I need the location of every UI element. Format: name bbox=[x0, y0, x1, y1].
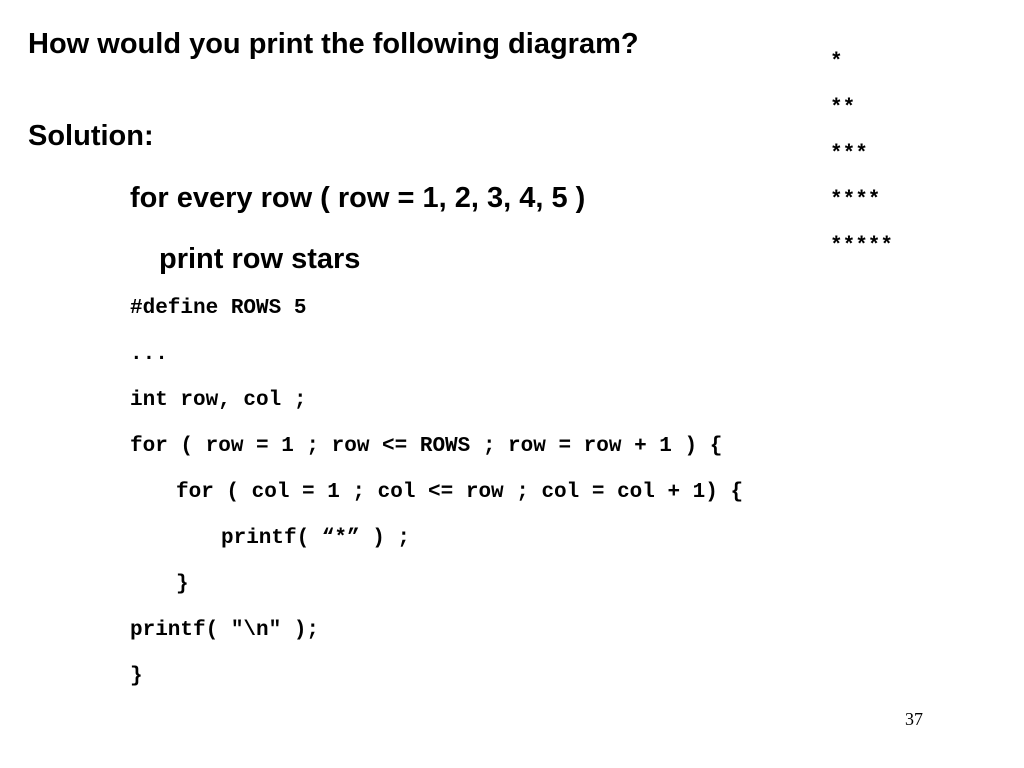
code-line-2: ... bbox=[130, 343, 168, 366]
code-line-6: printf( “*” ) ; bbox=[221, 527, 411, 550]
star-row-5: ***** bbox=[830, 235, 894, 258]
page-number: 37 bbox=[905, 709, 923, 729]
code-line-4: for ( row = 1 ; row <= ROWS ; row = row … bbox=[130, 435, 723, 458]
code-line-5: for ( col = 1 ; col <= row ; col = col +… bbox=[176, 481, 744, 504]
star-row-1: * bbox=[830, 51, 843, 74]
code-line-9: } bbox=[130, 665, 143, 688]
star-row-4: **** bbox=[830, 189, 881, 212]
star-row-3: *** bbox=[830, 143, 868, 166]
star-diagram: * ** *** **** ***** bbox=[830, 48, 950, 278]
question-heading: How would you print the following diagra… bbox=[28, 28, 639, 60]
pseudocode-line-1: for every row ( row = 1, 2, 3, 4, 5 ) bbox=[130, 182, 586, 214]
code-block: #define ROWS 5 ... int row, col ; for ( … bbox=[130, 294, 910, 708]
star-row-2: ** bbox=[830, 97, 856, 120]
code-line-3: int row, col ; bbox=[130, 389, 307, 412]
code-line-8: printf( "\n" ); bbox=[130, 619, 320, 642]
solution-heading: Solution: bbox=[28, 120, 154, 152]
pseudocode-line-2: print row stars bbox=[159, 243, 361, 275]
code-line-1: #define ROWS 5 bbox=[130, 297, 307, 320]
code-line-7: } bbox=[176, 573, 189, 596]
